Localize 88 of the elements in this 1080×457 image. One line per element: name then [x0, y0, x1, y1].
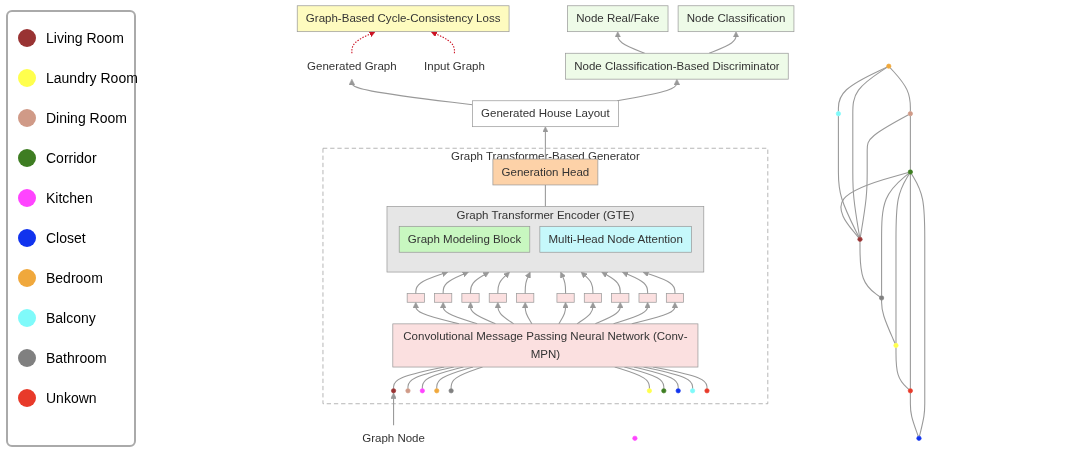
legend-label: Corridor	[46, 150, 97, 166]
node-box: Node Classification	[677, 5, 795, 33]
node-circle	[893, 342, 899, 348]
node-bar	[556, 293, 575, 303]
legend-label: Dining Room	[46, 110, 127, 126]
node-circle	[419, 388, 425, 394]
node-circle	[886, 63, 892, 69]
connector	[544, 184, 546, 208]
legend-label: Bedroom	[46, 270, 103, 286]
node-box: Node Classification-Based Discriminator	[565, 52, 789, 80]
connector	[881, 299, 896, 345]
node-bar	[665, 293, 684, 303]
node-bar	[461, 293, 480, 303]
node-circle	[879, 295, 885, 301]
connector	[909, 115, 911, 171]
connector	[852, 66, 888, 238]
node-bar	[583, 293, 602, 303]
node-text: Graph Node	[362, 431, 425, 445]
connector	[840, 172, 909, 239]
arrow	[351, 31, 376, 54]
connector	[881, 172, 910, 297]
node-bar	[434, 293, 453, 303]
legend-label: Unkown	[46, 390, 97, 406]
arrow	[390, 392, 397, 426]
node-text: Input Graph	[424, 59, 485, 72]
node-circle	[907, 169, 913, 175]
node-circle	[675, 388, 681, 394]
node-text: Generated Graph	[307, 59, 397, 72]
node-circle	[632, 435, 638, 441]
arrow	[467, 302, 496, 325]
arrow	[497, 271, 510, 295]
legend-label: Balcony	[46, 310, 96, 326]
arrow	[576, 302, 597, 325]
node-circle	[661, 388, 667, 394]
node-box: Node Real/Fake	[567, 5, 669, 33]
connector	[909, 392, 919, 437]
node-bar	[406, 293, 425, 303]
legend-label: Kitchen	[46, 190, 93, 206]
node-circle	[646, 388, 652, 394]
node-box: Generated House Layout	[472, 100, 619, 127]
node-circle	[857, 236, 863, 242]
connector	[837, 66, 888, 113]
arrow	[494, 302, 515, 325]
node-circle	[907, 111, 913, 117]
arrow	[560, 271, 567, 295]
arrow	[522, 302, 533, 325]
node-circle	[391, 388, 397, 394]
node-bar	[516, 293, 535, 303]
node-circle	[434, 388, 440, 394]
arrow	[614, 31, 646, 54]
arrow	[524, 271, 531, 295]
connector	[895, 347, 910, 390]
node-circle	[405, 388, 411, 394]
connector	[859, 240, 881, 298]
node-circle	[916, 435, 922, 441]
arrow	[601, 271, 621, 295]
arrow	[580, 271, 594, 295]
connector	[910, 173, 926, 437]
connector	[909, 173, 911, 390]
node-bar	[611, 293, 630, 303]
legend-label: Living Room	[46, 30, 124, 46]
node-circle	[448, 388, 454, 394]
arrow	[469, 271, 490, 295]
legend-label: Bathroom	[46, 350, 107, 366]
arrow	[348, 78, 473, 106]
node-box: Convolutional Message Passing Neural Network (Conv-MPN)	[392, 323, 699, 368]
node-bar	[638, 293, 657, 303]
arrow	[542, 126, 549, 160]
arrow	[558, 302, 569, 325]
legend-label: Closet	[46, 230, 86, 246]
node-bar	[488, 293, 507, 303]
arrow	[708, 31, 740, 54]
connector	[889, 67, 911, 113]
node-circle	[690, 388, 696, 394]
node-circle	[704, 388, 710, 394]
node-circle	[835, 111, 841, 117]
arrow	[442, 271, 469, 295]
arrow	[430, 31, 455, 54]
node-box: Graph-Based Cycle-Consistency Loss	[296, 5, 510, 33]
connector	[895, 173, 910, 344]
node-box: Graph Modeling Block	[398, 226, 531, 253]
connector	[859, 114, 909, 238]
node-circle	[907, 388, 913, 394]
arrow	[616, 78, 681, 102]
connector	[837, 115, 860, 238]
arrow	[622, 271, 649, 295]
node-box: Multi-Head Node Attention	[539, 226, 692, 253]
legend-label: Laundry Room	[46, 70, 138, 86]
